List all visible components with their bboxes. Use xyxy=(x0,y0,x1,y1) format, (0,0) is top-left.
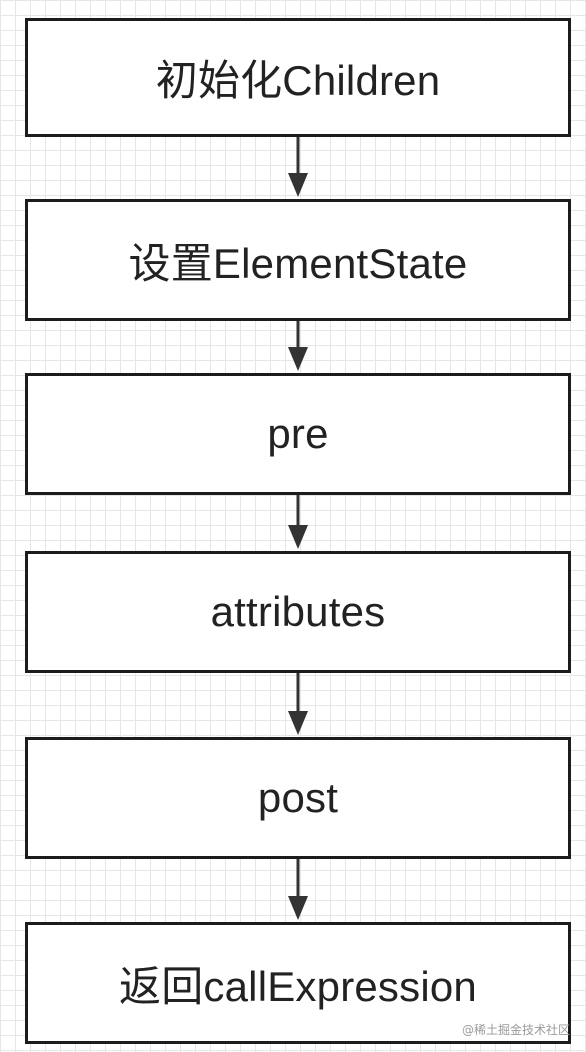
flow-step-3: pre xyxy=(25,373,571,495)
flow-step-4: attributes xyxy=(25,551,571,673)
flow-step-label: 返回callExpression xyxy=(119,962,477,1010)
arrow-3-4 xyxy=(288,495,308,549)
arrow-2-3 xyxy=(288,321,308,371)
flow-step-label: pre xyxy=(267,410,329,457)
flow-step-label: post xyxy=(257,774,339,821)
flow-step-label: 初始化Children xyxy=(155,57,441,104)
flow-step-label: attributes xyxy=(210,588,386,635)
arrow-4-5 xyxy=(288,673,308,735)
arrow-5-6 xyxy=(288,859,308,920)
arrow-1-2 xyxy=(288,137,308,197)
flow-step-6: 返回callExpression xyxy=(25,922,571,1044)
flow-step-5: post xyxy=(25,737,571,859)
flow-step-label: 设置ElementState xyxy=(128,239,468,287)
flow-step-1: 初始化Children xyxy=(25,18,571,137)
watermark: @稀土掘金技术社区 xyxy=(461,1023,570,1037)
flow-step-2: 设置ElementState xyxy=(25,199,571,321)
